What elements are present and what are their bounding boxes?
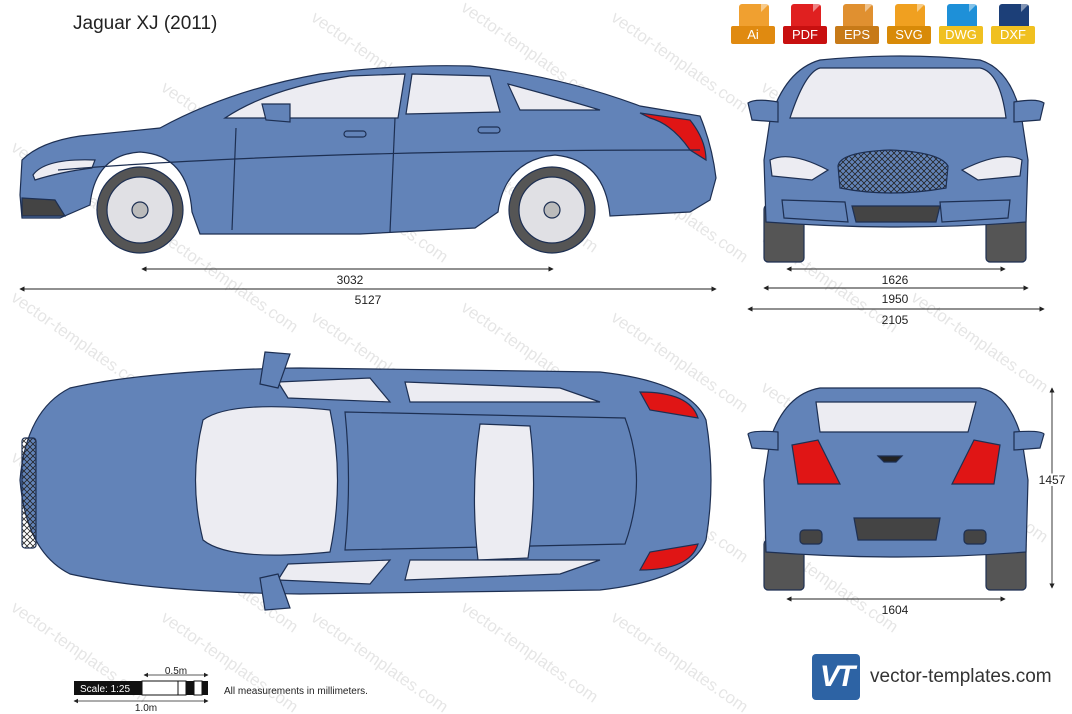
format-dwg[interactable]: DWG xyxy=(938,4,984,52)
format-badges: Ai PDF EPS SVG DWG DXF xyxy=(730,4,1036,52)
side-view xyxy=(19,65,717,254)
track-rear-label: 1604 xyxy=(882,603,909,617)
brand-footer[interactable]: VT vector-templates.com xyxy=(812,654,1052,700)
track-front-label: 1626 xyxy=(882,273,909,287)
svg-text:vector-templates.com: vector-templates.com xyxy=(158,228,302,337)
length-label: 5127 xyxy=(355,293,382,307)
svg-text:vector-templates.com: vector-templates.com xyxy=(458,598,602,707)
height-label: 1457 xyxy=(1039,473,1066,487)
svg-text:vector-templates.com: vector-templates.com xyxy=(608,8,752,117)
measurement-note: All measurements in millimeters. xyxy=(224,686,368,697)
vt-logo-icon: VT xyxy=(812,654,860,700)
svg-text:vector-templates.com: vector-templates.com xyxy=(908,288,1052,397)
format-eps[interactable]: EPS xyxy=(834,4,880,52)
width-mirrors-label: 2105 xyxy=(882,313,909,327)
dimension-lines xyxy=(19,266,1055,602)
site-name: vector-templates.com xyxy=(870,666,1052,687)
wheelbase-label: 3032 xyxy=(337,273,364,287)
dimension-labels: 3032 5127 1626 1950 2105 1604 1457 xyxy=(337,273,1068,617)
svg-text:vector-templates.com: vector-templates.com xyxy=(308,608,452,714)
rear-view xyxy=(747,387,1045,591)
top-view xyxy=(19,351,712,611)
scale-bar: 0.5m Scale: 1:25 1.0m xyxy=(73,666,209,714)
svg-text:vector-templates.com: vector-templates.com xyxy=(608,608,752,714)
format-ai[interactable]: Ai xyxy=(730,4,776,52)
format-svg[interactable]: SVG xyxy=(886,4,932,52)
format-dxf[interactable]: DXF xyxy=(990,4,1036,52)
front-view xyxy=(747,55,1045,263)
format-pdf[interactable]: PDF xyxy=(782,4,828,52)
page-title: Jaguar XJ (2011) xyxy=(73,13,218,34)
scale-label: Scale: 1:25 xyxy=(80,684,130,695)
scale-meter: 1.0m xyxy=(135,703,157,714)
width-label: 1950 xyxy=(882,292,909,306)
scale-half-meter: 0.5m xyxy=(165,666,187,677)
